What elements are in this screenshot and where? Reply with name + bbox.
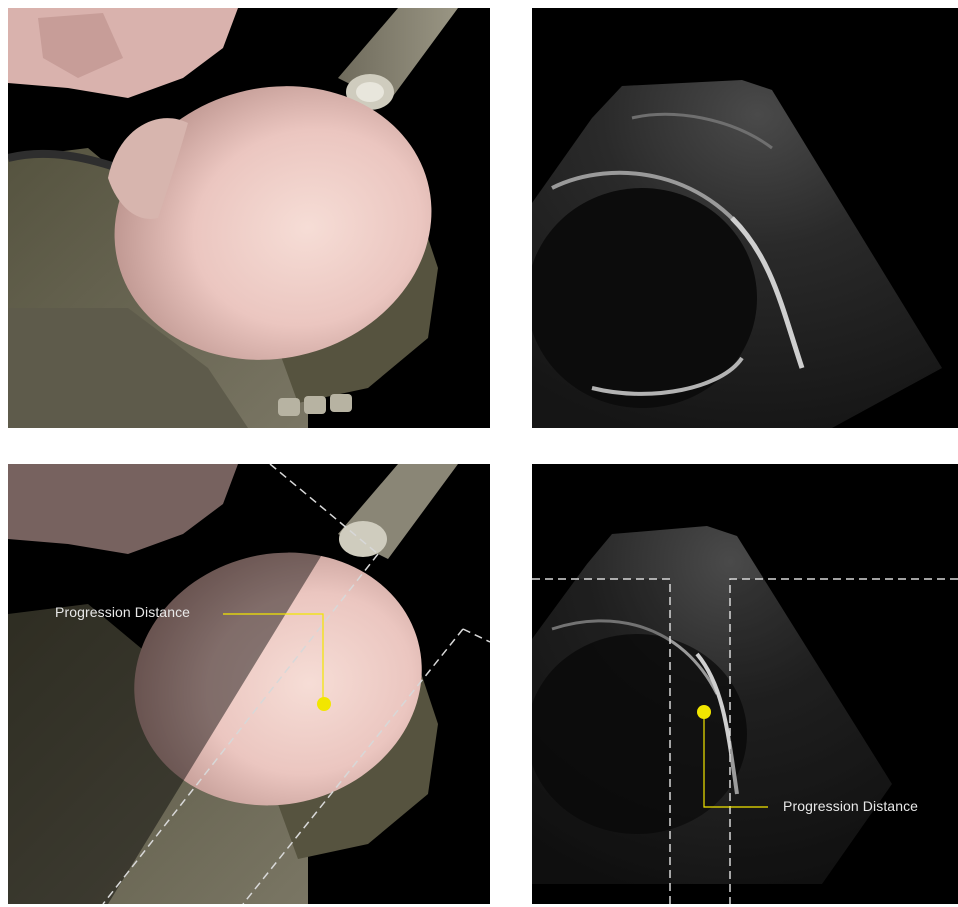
ultrasound-top bbox=[532, 8, 958, 428]
vertebra bbox=[304, 396, 326, 414]
shaded-left bbox=[532, 579, 670, 904]
anatomy-render-bottom bbox=[8, 464, 490, 904]
progression-marker bbox=[317, 697, 331, 711]
probe-tip-face bbox=[356, 82, 384, 102]
anatomy-render-top bbox=[8, 8, 490, 428]
vertebra bbox=[330, 394, 352, 412]
anatomy-render-bottom-svg bbox=[8, 464, 490, 904]
ultrasound-top-svg bbox=[532, 8, 958, 428]
guide-line-right-cap bbox=[463, 629, 490, 642]
vertebra bbox=[278, 398, 300, 416]
ultrasound-bottom-svg bbox=[532, 464, 958, 904]
ultrasound-bottom bbox=[532, 464, 958, 904]
progression-distance-label-right: Progression Distance bbox=[783, 798, 918, 814]
shaded-right bbox=[730, 579, 958, 904]
anatomy-render-top-svg bbox=[8, 8, 490, 428]
probe-tip bbox=[339, 521, 387, 557]
progression-distance-label-left: Progression Distance bbox=[55, 604, 190, 620]
